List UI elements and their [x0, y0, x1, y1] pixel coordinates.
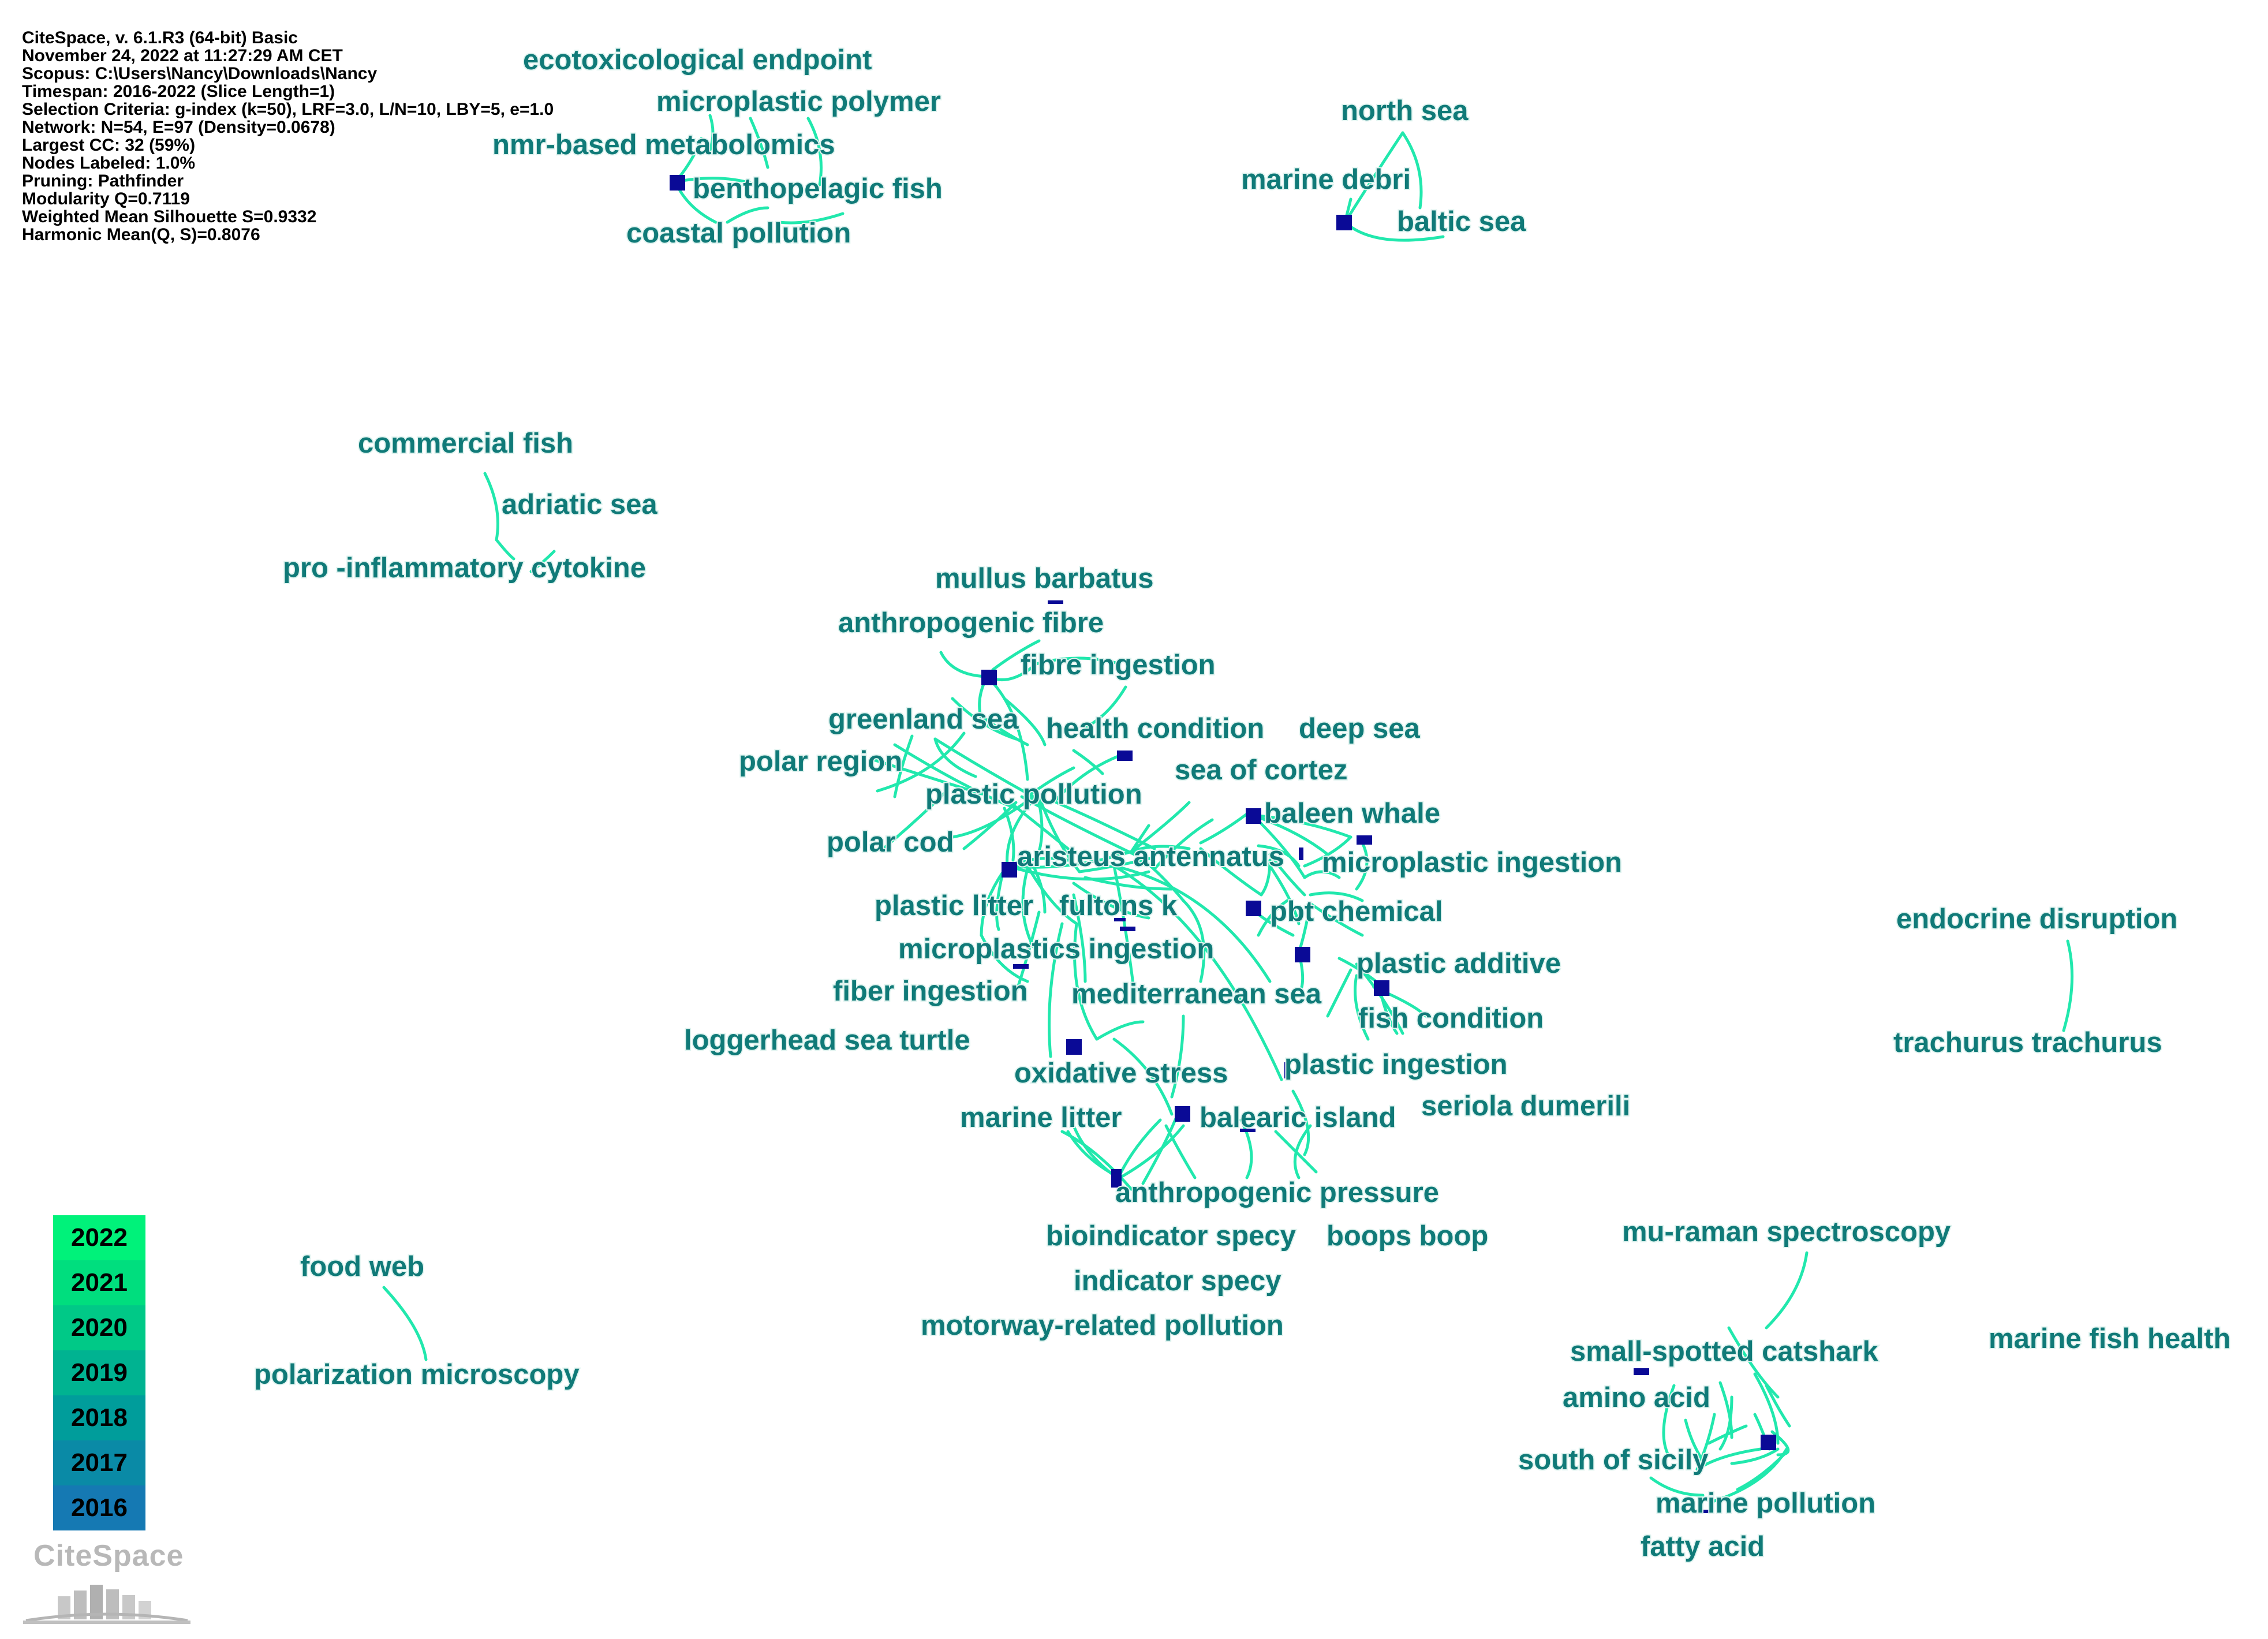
node-label: ecotoxicological endpoint [523, 44, 872, 76]
node-label: microplastic ingestion [1322, 847, 1622, 878]
node-label: microplastic polymer [656, 86, 941, 117]
node-label: plastic pollution [925, 779, 1142, 810]
node-label: trachurus trachurus [1893, 1027, 2162, 1058]
summary-line: Network: N=54, E=97 (Density=0.0678) [22, 118, 335, 137]
summary-line: Scopus: C:\Users\Nancy\Downloads\Nancy [22, 64, 378, 83]
node-label: marine debri [1241, 164, 1411, 195]
node-label: baleen whale [1264, 798, 1440, 829]
node-label: polar region [739, 746, 902, 777]
summary-line: Pruning: Pathfinder [22, 171, 184, 191]
node-label: motorway-related pollution [921, 1310, 1284, 1341]
logo-bars-icon [23, 1585, 190, 1624]
node-label: north sea [1341, 95, 1469, 126]
summary-line: CiteSpace, v. 6.1.R3 (64-bit) Basic [22, 28, 298, 47]
node-label: mu-raman spectroscopy [1622, 1216, 1951, 1248]
node-label: food web [300, 1251, 424, 1282]
summary-line: November 24, 2022 at 11:27:29 AM CET [22, 46, 343, 65]
node-label: commercial fish [358, 428, 573, 459]
node-label: anthropogenic fibre [838, 607, 1104, 639]
node-label: nmr-based metabolomics [492, 129, 835, 160]
node-label: aristeus antennatus [1017, 841, 1284, 872]
node-label: south of sicily [1518, 1444, 1708, 1476]
node-label: benthopelagic fish [693, 173, 943, 204]
node-label: deep sea [1299, 713, 1420, 744]
node-label: pro -inflammatory cytokine [283, 552, 646, 584]
node-label: balearic island [1200, 1102, 1396, 1133]
legend-year: 2020 [53, 1305, 145, 1350]
node-label: polarization microscopy [254, 1359, 580, 1390]
summary-line: Timespan: 2016-2022 (Slice Length=1) [22, 82, 335, 101]
node-label: greenland sea [828, 704, 1019, 735]
node-label: plastic additive [1357, 948, 1561, 979]
network-labels: ecotoxicological endpoint microplastic p… [253, 43, 2232, 1563]
summary-line: Largest CC: 32 (59%) [22, 136, 196, 155]
node-label: baltic sea [1397, 206, 1526, 237]
node-label: fish condition [1358, 1003, 1544, 1034]
node-label: fibre ingestion [1021, 649, 1216, 681]
summary-line: Weighted Mean Silhouette S=0.9332 [22, 207, 317, 226]
network-edges [382, 114, 2073, 1503]
node-label: seriola dumerili [1421, 1091, 1630, 1122]
summary-line: Harmonic Mean(Q, S)=0.8076 [22, 225, 260, 244]
summary-line: Nodes Labeled: 1.0% [22, 154, 196, 173]
legend-year: 2019 [53, 1350, 145, 1395]
node-label: plastic ingestion [1284, 1049, 1508, 1080]
node-label: polar cod [827, 827, 954, 858]
node-label: microplastics ingestion [898, 934, 1214, 965]
node-label: health condition [1046, 713, 1264, 744]
node-label: fultons k [1059, 890, 1178, 921]
node-label: pbt chemical [1270, 896, 1443, 927]
node-label: anthropogenic pressure [1115, 1177, 1439, 1208]
node-label: small-spotted catshark [1570, 1336, 1878, 1367]
node-label: fiber ingestion [833, 976, 1028, 1007]
node-label: marine litter [960, 1102, 1122, 1133]
legend-year: 2022 [53, 1215, 145, 1260]
node-label: marine fish health [1989, 1323, 2230, 1354]
summary-line: Modularity Q=0.7119 [22, 189, 190, 208]
citespace-logo: CiteSpace [23, 1539, 190, 1625]
node-label: boops boop [1327, 1220, 1488, 1252]
node-label: adriatic sea [502, 489, 657, 520]
node-label: plastic litter [875, 890, 1033, 921]
summary-line: Selection Criteria: g-index (k=50), LRF=… [22, 100, 554, 119]
node-label: oxidative stress [1014, 1058, 1228, 1089]
legend-year: 2017 [53, 1440, 145, 1485]
node-label: coastal pollution [626, 218, 851, 249]
legend-year: 2021 [53, 1260, 145, 1305]
node-label: sea of cortez [1175, 755, 1348, 786]
node-label: marine pollution [1656, 1488, 1875, 1519]
node-label: indicator specy [1074, 1265, 1281, 1297]
legend-year: 2018 [53, 1395, 145, 1440]
network-nodes [670, 175, 1776, 1513]
node-label: fatty acid [1641, 1531, 1765, 1562]
node-label: mullus barbatus [935, 563, 1153, 594]
node-label: endocrine disruption [1896, 903, 2177, 935]
legend-year: 2016 [53, 1485, 145, 1530]
node-label: bioindicator specy [1046, 1220, 1296, 1252]
node-label: mediterranean sea [1071, 979, 1322, 1010]
node-label: amino acid [1563, 1382, 1710, 1413]
node-label: loggerhead sea turtle [684, 1025, 970, 1056]
logo-text: CiteSpace [33, 1539, 184, 1573]
